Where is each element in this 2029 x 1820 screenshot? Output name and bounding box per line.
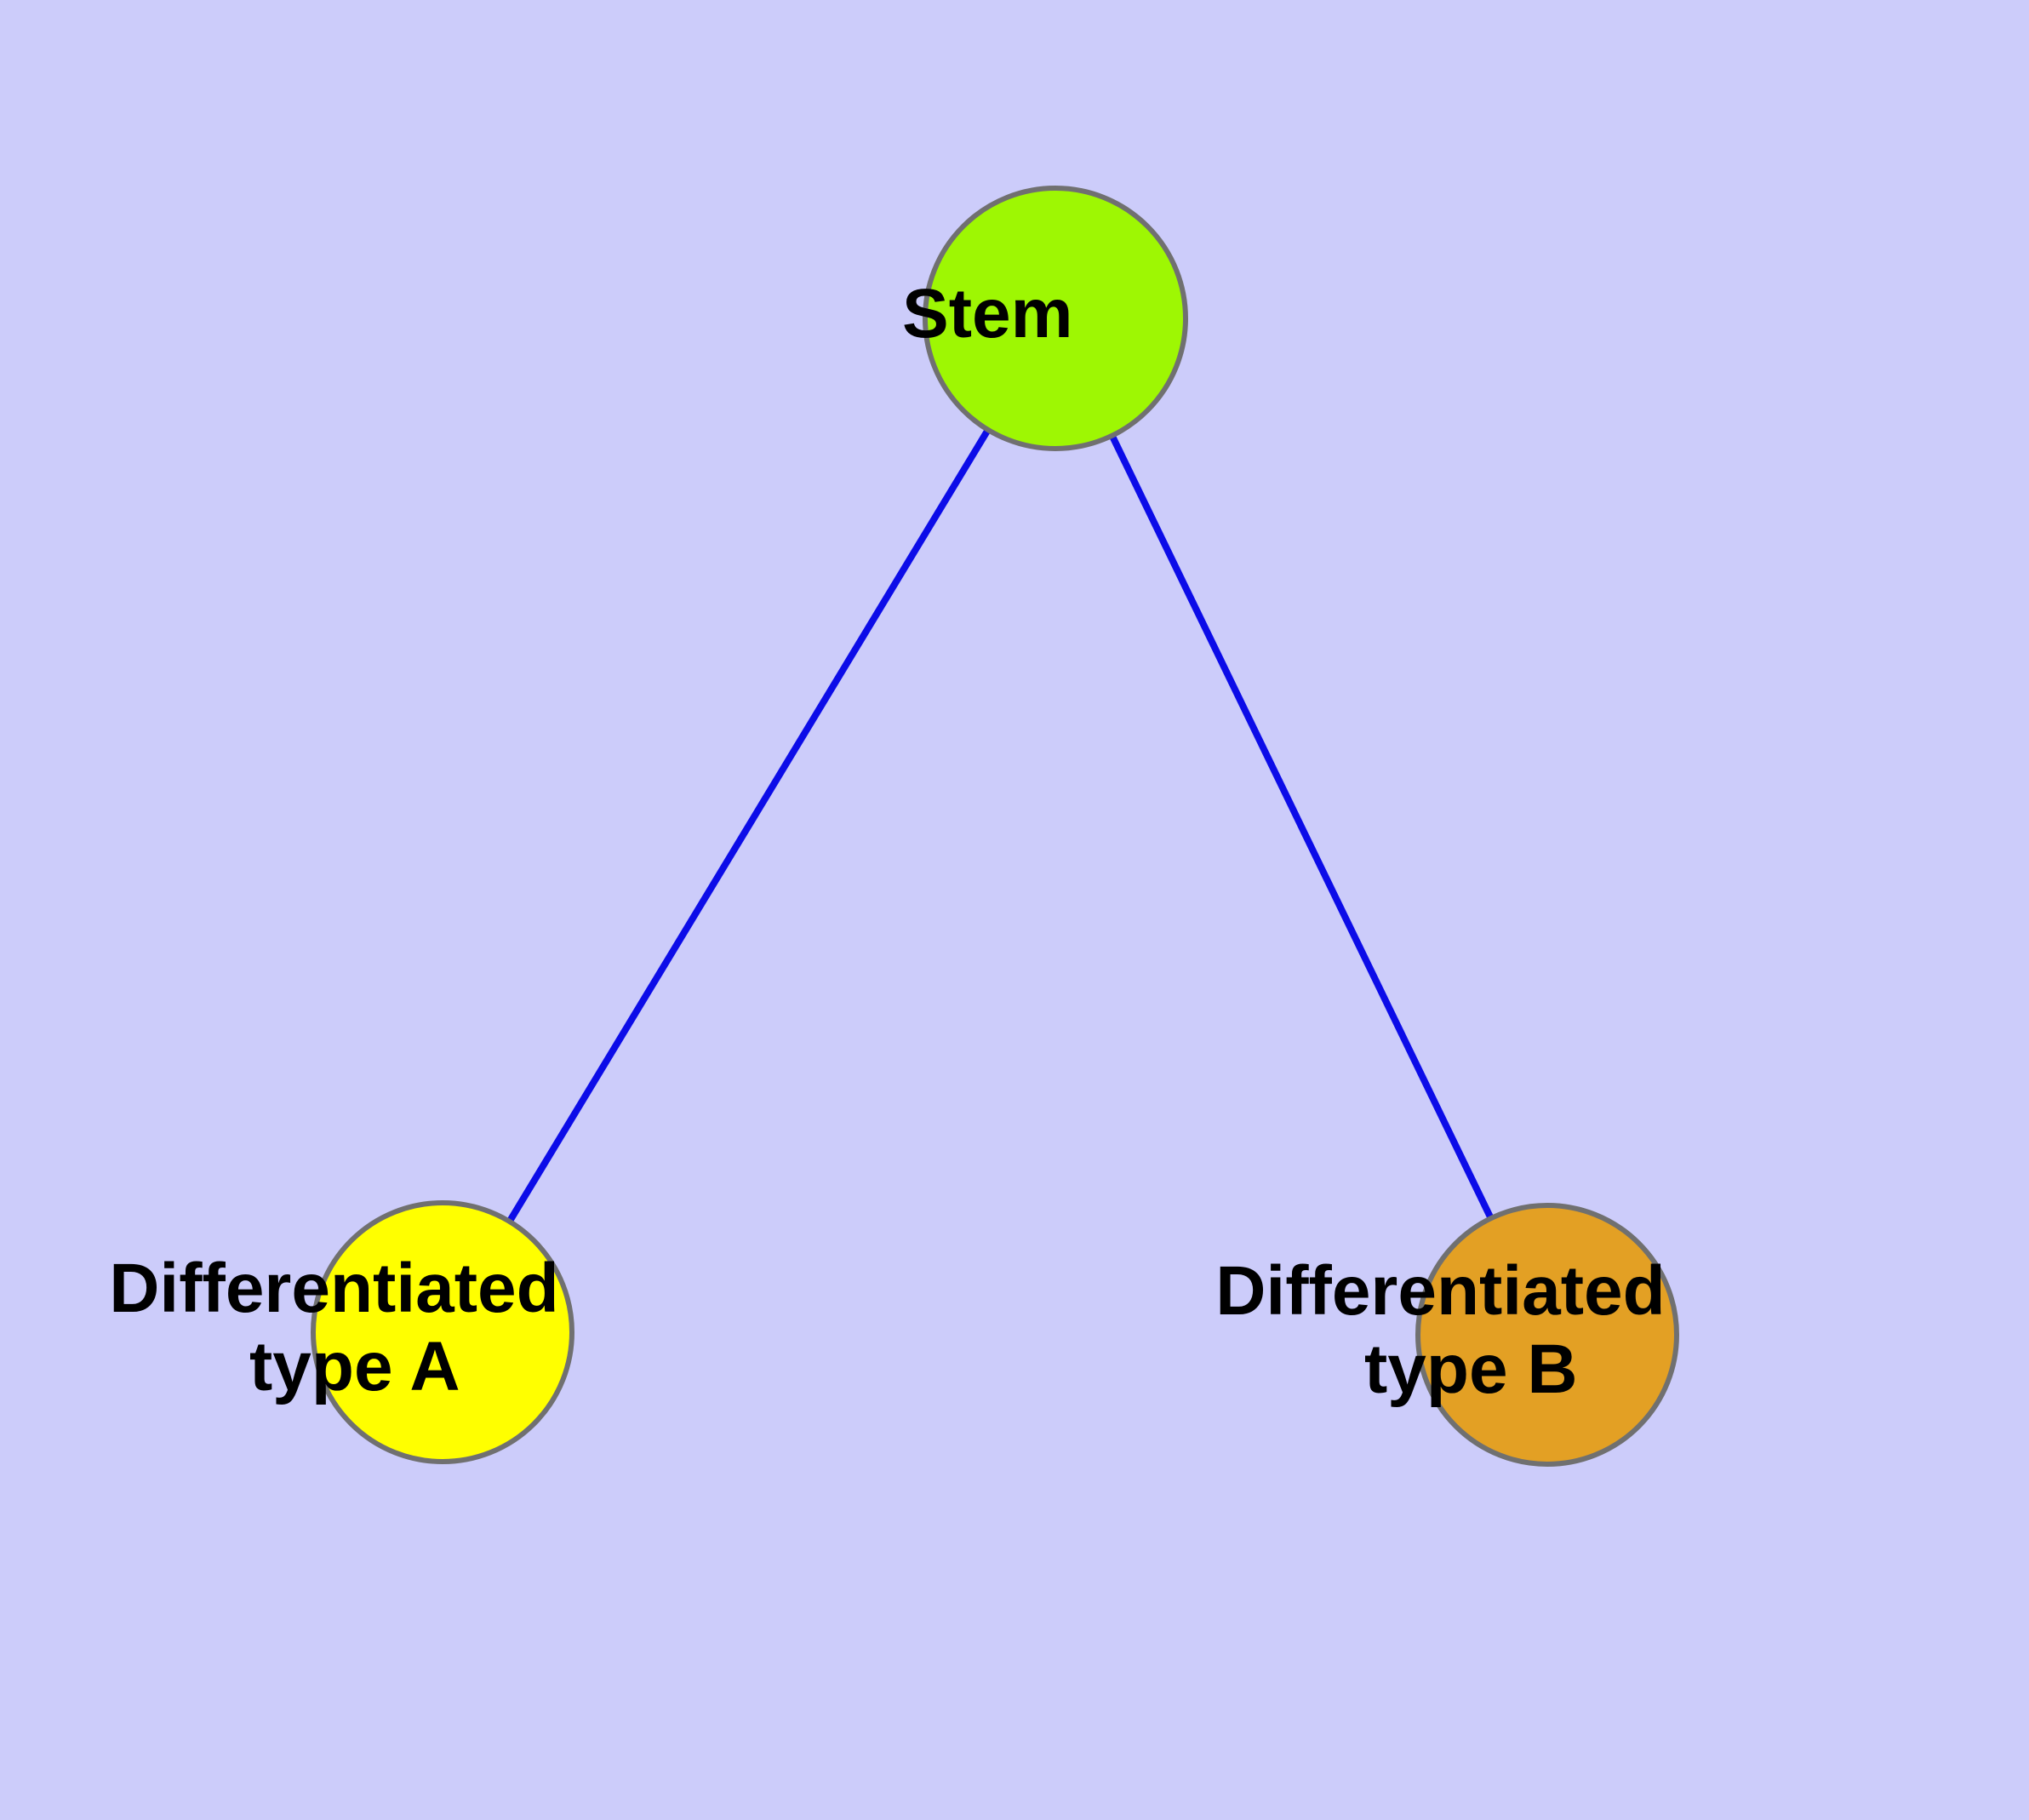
node-label-diff-type-a: Differentiated type A	[109, 1250, 734, 1405]
node-circle-stem[interactable]	[923, 186, 1188, 451]
node-label-diff-type-b: Differentiated type B	[1215, 1252, 1840, 1408]
edge-stem-to-type-a[interactable]	[439, 316, 1059, 1335]
edge-stem-to-type-b[interactable]	[1052, 317, 1551, 1336]
node-layer	[311, 186, 1679, 1467]
node-label-diff-type-a-line-2: type A	[249, 1328, 459, 1405]
node-diff-type-b[interactable]	[1415, 1203, 1679, 1467]
edge-layer	[439, 316, 1551, 1336]
node-label-stem-line-1: Stem	[902, 275, 1073, 352]
node-label-diff-type-b-line-1: Differentiated	[1215, 1252, 1666, 1330]
node-stem[interactable]	[923, 186, 1188, 451]
node-label-diff-type-b-line-2: type B	[1364, 1331, 1578, 1408]
node-circle-diff-type-b[interactable]	[1415, 1203, 1679, 1467]
node-label-diff-type-a-line-1: Differentiated	[109, 1250, 559, 1327]
node-diff-type-a[interactable]	[311, 1200, 574, 1464]
node-circle-diff-type-a[interactable]	[311, 1200, 574, 1464]
label-layer: Stem Differentiated type A Differentiate…	[109, 275, 1840, 1408]
node-label-stem: Stem	[902, 275, 1209, 352]
